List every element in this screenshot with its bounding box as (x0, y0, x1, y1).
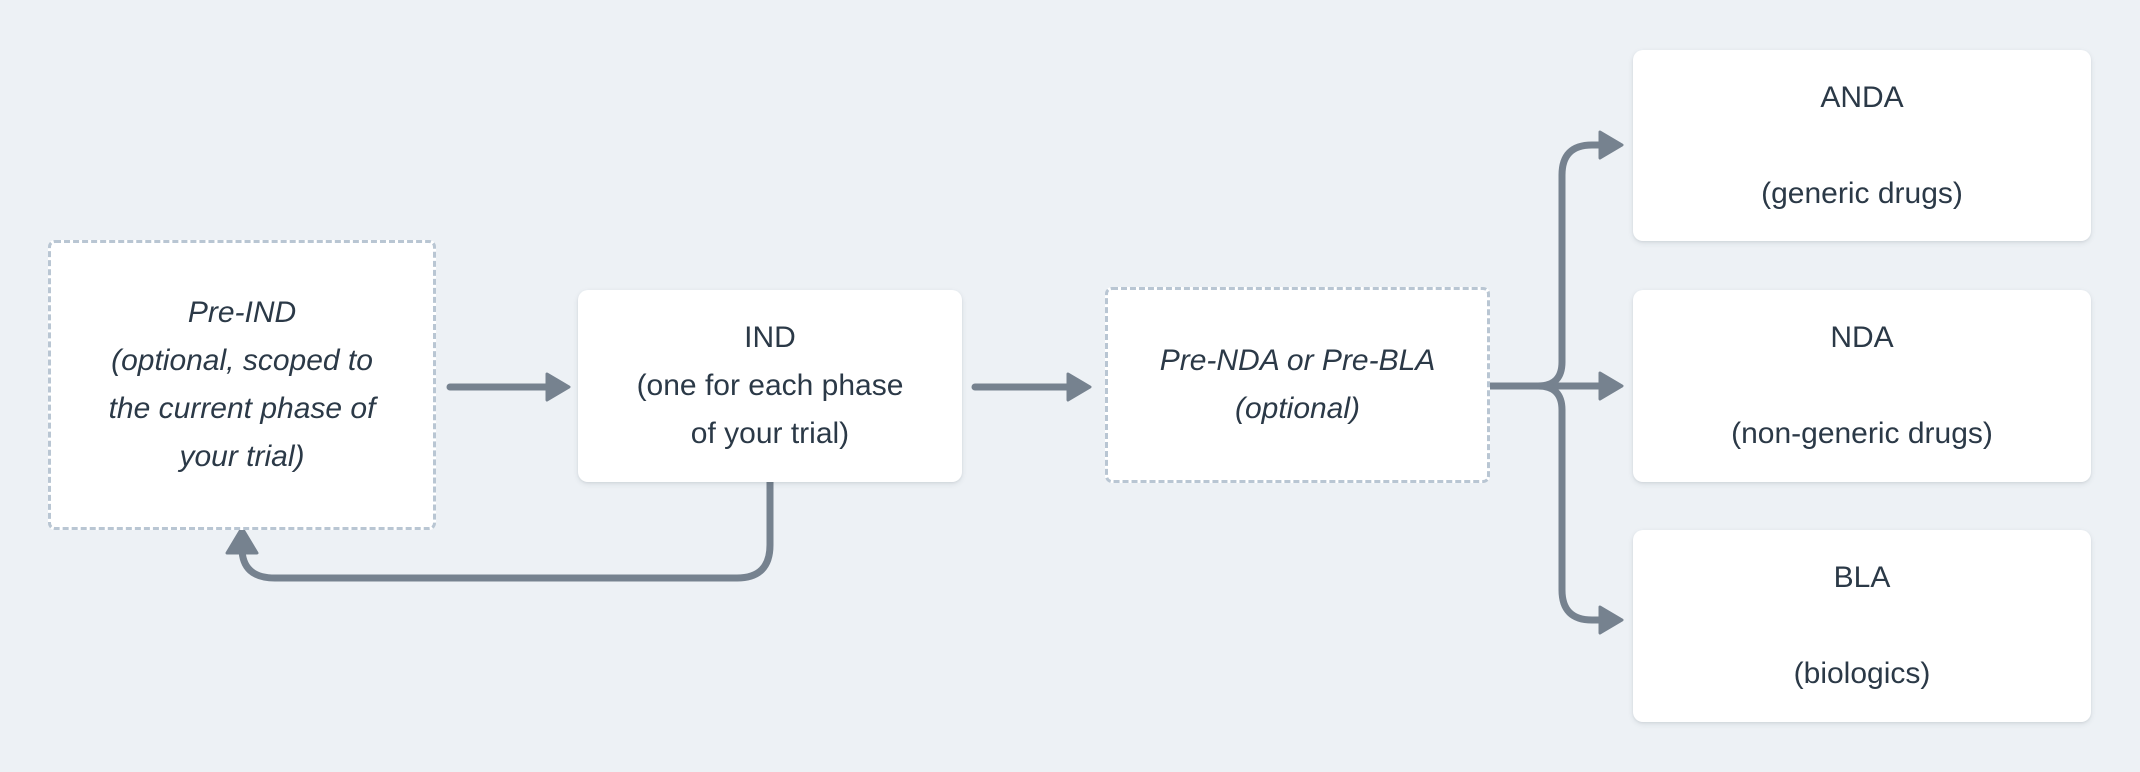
node-pre-nda-or-pre-bla: Pre-NDA or Pre-BLA (optional) (1105, 287, 1490, 483)
node-ind: IND (one for each phase of your trial) (578, 290, 962, 482)
node-pre-nda-title: Pre-NDA or Pre-BLA (1159, 344, 1436, 377)
node-nda-subtitle: (non-generic drugs) (1731, 417, 1993, 450)
node-pre-ind-title: Pre-IND (187, 296, 297, 329)
node-pre-nda-subtitle: (optional) (1234, 392, 1361, 425)
node-ind-subtitle-1: (one for each phase (636, 369, 904, 402)
edge-ind-to-pre-nda-arrow (971, 372, 1092, 402)
edge-pre-nda-branch (1486, 130, 1624, 635)
node-bla: BLA (biologics) (1633, 530, 2091, 722)
node-anda-subtitle: (generic drugs) (1761, 176, 1963, 210)
node-ind-subtitle-2: of your trial) (690, 417, 850, 450)
node-bla-title: BLA (1833, 561, 1891, 594)
node-pre-ind-subtitle-3: your trial) (179, 440, 305, 473)
node-bla-subtitle: (biologics) (1793, 657, 1931, 690)
node-anda-title: ANDA (1820, 80, 1904, 114)
node-pre-ind: Pre-IND (optional, scoped to the current… (48, 240, 436, 530)
node-anda: ANDA (generic drugs) (1633, 50, 2091, 241)
node-pre-ind-subtitle-1: (optional, scoped to (111, 344, 373, 377)
node-pre-ind-subtitle-2: the current phase of (108, 392, 376, 425)
node-nda: NDA (non-generic drugs) (1633, 290, 2091, 482)
node-ind-title: IND (744, 321, 796, 354)
node-nda-title: NDA (1830, 321, 1894, 354)
edge-pre-ind-to-ind-arrow (446, 372, 571, 402)
